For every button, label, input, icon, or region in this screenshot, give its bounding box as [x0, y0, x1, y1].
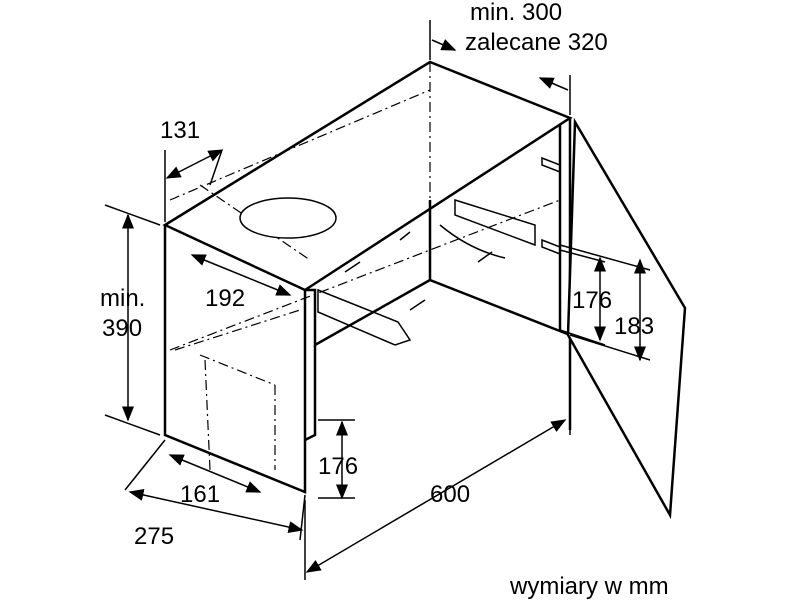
label-min-300: min. 300 [470, 0, 563, 26]
label-min: min. [100, 285, 146, 312]
hidden-lines [169, 62, 561, 471]
label-161: 161 [180, 481, 221, 508]
units-note: wymiary w mm [510, 573, 669, 600]
label-176-right: 176 [572, 287, 613, 314]
label-390: 390 [102, 315, 143, 342]
label-600: 600 [430, 481, 471, 508]
label-176-bottom: 176 [318, 453, 359, 480]
label-183: 183 [614, 313, 655, 340]
dimension-lines [104, 20, 651, 580]
label-recommended-320: zalecane 320 [465, 29, 608, 56]
label-131: 131 [160, 117, 201, 144]
label-192: 192 [205, 285, 246, 312]
label-275: 275 [134, 523, 175, 550]
hardware [239, 156, 561, 346]
